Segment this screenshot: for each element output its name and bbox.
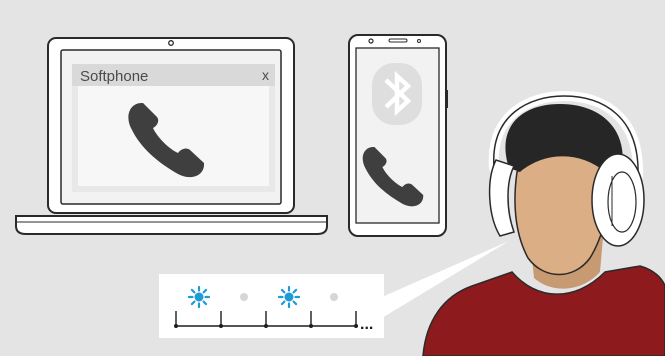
headset-earcup-right	[592, 154, 644, 246]
laptop-base	[16, 216, 327, 234]
led-blue-flash-icon	[279, 287, 299, 307]
led-off-dot	[330, 293, 338, 301]
smartphone	[349, 35, 448, 236]
laptop-camera	[169, 41, 174, 46]
timeline-dot	[264, 324, 268, 328]
softphone-title: Softphone	[80, 68, 148, 85]
led-blue-flash-icon	[189, 287, 209, 307]
led-off-dot	[240, 293, 248, 301]
laptop: Softphone x	[16, 38, 327, 234]
smartphone-speaker	[389, 39, 407, 42]
timeline-dot	[354, 324, 358, 328]
softphone-close-button[interactable]: x	[262, 67, 269, 83]
smartphone-sensor	[418, 40, 421, 43]
smartphone-side-button	[446, 90, 448, 108]
callout-box	[159, 274, 384, 338]
timeline-dot	[309, 324, 313, 328]
timeline-continuation: ...	[360, 316, 373, 333]
bluetooth-icon	[372, 63, 422, 125]
softphone-window: Softphone x	[72, 64, 275, 192]
smartphone-front-camera	[369, 39, 373, 43]
timeline-dot	[174, 324, 178, 328]
timeline-dot	[219, 324, 223, 328]
